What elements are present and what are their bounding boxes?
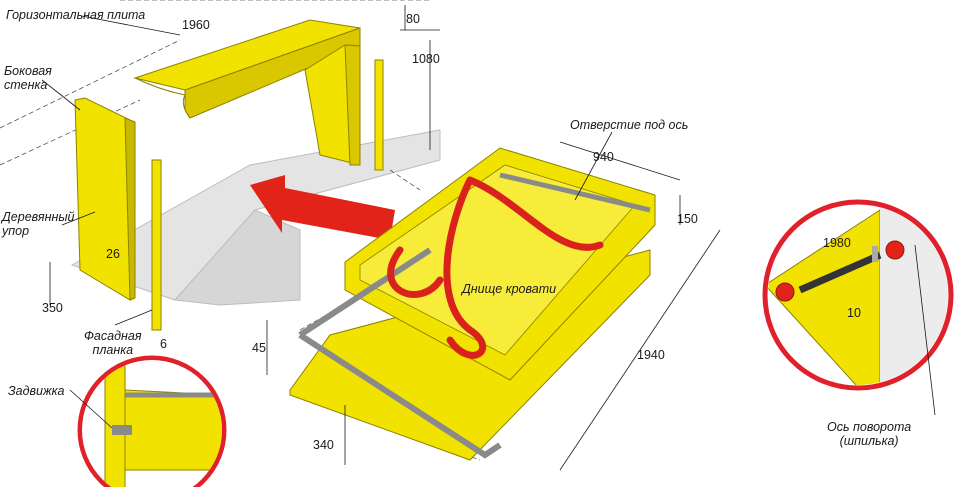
latch-callout: [77, 355, 227, 487]
dim-bottom-offset: 340: [313, 438, 334, 452]
axis-hole-label: Отверстие под ось: [570, 118, 689, 132]
dim-pin-length: 1980: [823, 236, 851, 250]
bed-frame: [298, 147, 656, 459]
bed-bottom-label: Днище кровати: [462, 282, 557, 296]
insert-arrow: [250, 175, 395, 240]
latch-label: Задвижка: [8, 384, 65, 398]
horizontal-plate-label: Горизонтальная плита: [6, 8, 146, 22]
side-wall-label: Боковая стенка: [4, 64, 52, 92]
right-vertical-strip: [374, 59, 384, 171]
facade-strip-label: Фасадная планка: [84, 329, 142, 357]
facade-strip-label-line1: Фасадная: [84, 329, 142, 343]
base-platform: [70, 129, 441, 306]
side-wall-label-line2: стенка: [4, 78, 48, 92]
dim-frame-width: 940: [593, 150, 614, 164]
dim-total-height: 1080: [412, 52, 440, 66]
right-side-wall-shape: [304, 44, 361, 166]
wooden-stop-label-line1: Деревянный: [2, 210, 75, 224]
dim-plate-length: 1960: [182, 18, 210, 32]
left-side-wall-shape: [74, 97, 136, 301]
pivot-axis-label-line2: (шпилька): [839, 434, 899, 448]
dim-pin-diameter: 10: [847, 306, 861, 320]
dim-frame-length: 1940: [637, 348, 665, 362]
horizontal-plate-shape: [133, 19, 361, 119]
dim-stop-width: 26: [106, 247, 120, 261]
wooden-stop-label-line2: упор: [2, 224, 30, 238]
dim-strip-thickness: 6: [160, 337, 167, 351]
wooden-stop-label: Деревянный упор: [2, 210, 75, 238]
dim-stop-height: 350: [42, 301, 63, 315]
facade-strip-shape: [151, 159, 162, 331]
dimension-lines: [49, 5, 721, 471]
red-ribbon: [387, 176, 604, 359]
pivot-axis-label: Ось поворота (шпилька): [827, 420, 911, 448]
side-wall-label-line1: Боковая: [4, 64, 52, 78]
dim-frame-height: 150: [677, 212, 698, 226]
leader-lines: [41, 15, 936, 429]
facade-strip-label-line2: планка: [92, 343, 134, 357]
dim-plate-thickness: 80: [406, 12, 420, 26]
pivot-axis-label-line1: Ось поворота: [827, 420, 912, 434]
dim-bottom-thickness: 45: [252, 341, 266, 355]
